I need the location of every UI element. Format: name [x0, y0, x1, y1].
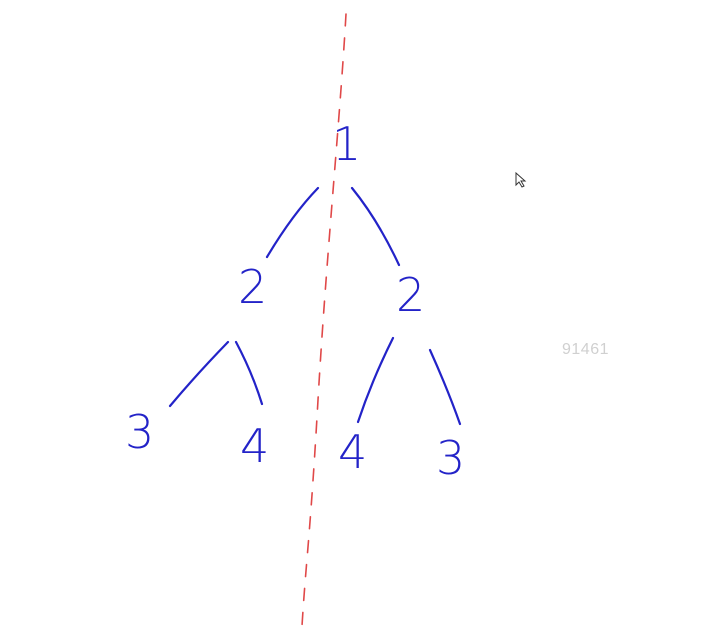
node-right-2: 2 [396, 268, 425, 322]
node-left-2: 2 [238, 260, 267, 314]
arrow-cursor-icon [515, 171, 527, 188]
edge-left-to-3 [168, 340, 230, 408]
leaf-4-left: 4 [240, 419, 269, 473]
leaf-3-right: 3 [436, 431, 465, 485]
watermark-text: 91461 [562, 341, 609, 358]
leaf-4-right: 4 [338, 425, 367, 479]
edge-left-to-4 [234, 340, 264, 406]
root-node: 1 [332, 117, 361, 171]
edge-right-to-4 [356, 336, 395, 424]
edge-root-right [350, 186, 401, 267]
symmetry-axis [301, 13, 347, 627]
edge-right-to-3 [428, 348, 462, 426]
edge-root-left [265, 186, 320, 259]
leaf-3-left: 3 [125, 405, 154, 459]
